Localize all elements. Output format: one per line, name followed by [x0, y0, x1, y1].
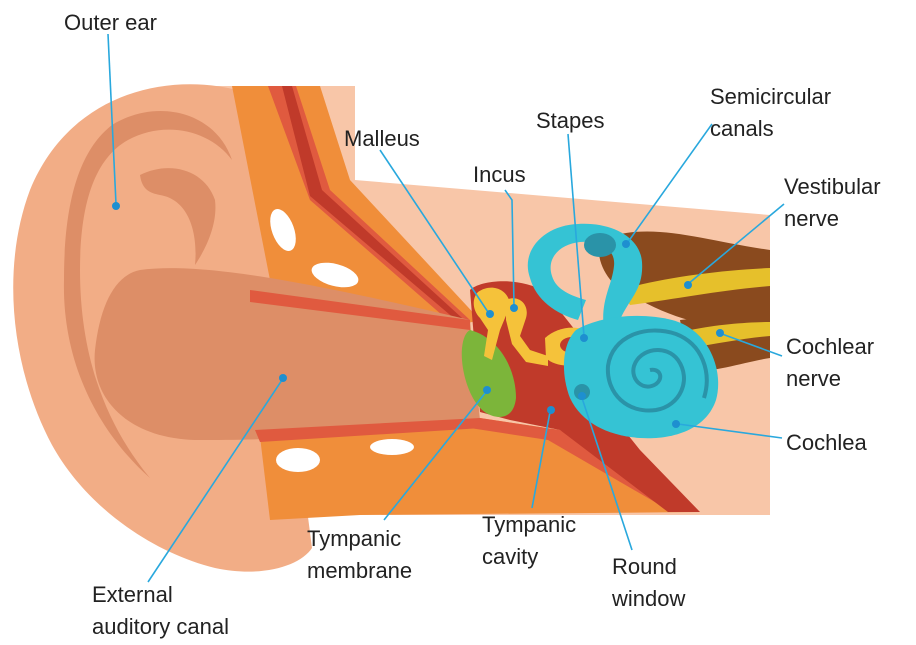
label-semicircular-canals-line-1: Semicircular: [710, 84, 831, 109]
label-cochlear-nerve-line-2: nerve: [786, 366, 841, 391]
dot-round-window: [578, 392, 586, 400]
dot-external-auditory-canal: [279, 374, 287, 382]
label-cochlear-nerve: Cochlear nerve: [786, 334, 880, 391]
label-semicircular-canals-line-2: canals: [710, 116, 774, 141]
label-malleus: Malleus: [344, 126, 420, 151]
dot-incus: [510, 304, 518, 312]
label-semicircular-canals: Semicircular canals: [710, 84, 837, 141]
dot-cochlea: [672, 420, 680, 428]
label-external-auditory-canal-line-1: External: [92, 582, 173, 607]
dot-malleus: [486, 310, 494, 318]
label-external-auditory-canal-line-2: auditory canal: [92, 614, 229, 639]
dot-tympanic-membrane: [483, 386, 491, 394]
label-stapes: Stapes: [536, 108, 605, 133]
label-tympanic-cavity: Tympanic cavity: [482, 512, 582, 569]
label-incus: Incus: [473, 162, 526, 187]
bone-void: [276, 448, 320, 472]
bone-void: [370, 439, 414, 455]
label-tympanic-membrane: Tympanic membrane: [307, 526, 412, 583]
label-vestibular-nerve-line-2: nerve: [784, 206, 839, 231]
label-cochlear-nerve-line-1: Cochlear: [786, 334, 874, 359]
label-round-window-line-2: window: [611, 586, 685, 611]
label-vestibular-nerve: Vestibular nerve: [784, 174, 887, 231]
dot-semicircular-canals: [622, 240, 630, 248]
label-tympanic-cavity-line-2: cavity: [482, 544, 538, 569]
dot-cochlear-nerve: [716, 329, 724, 337]
label-round-window: Round window: [611, 554, 685, 611]
dot-stapes: [580, 334, 588, 342]
semicircular-canal-inner: [584, 233, 616, 257]
label-external-auditory-canal: External auditory canal: [92, 582, 229, 639]
ear-illustration: [13, 84, 770, 571]
dot-vestibular-nerve: [684, 281, 692, 289]
label-round-window-line-1: Round: [612, 554, 677, 579]
label-tympanic-membrane-line-2: membrane: [307, 558, 412, 583]
label-tympanic-membrane-line-1: Tympanic: [307, 526, 401, 551]
label-tympanic-cavity-line-1: Tympanic: [482, 512, 576, 537]
label-vestibular-nerve-line-1: Vestibular: [784, 174, 881, 199]
label-outer-ear: Outer ear: [64, 10, 157, 35]
dot-tympanic-cavity: [547, 406, 555, 414]
label-cochlea: Cochlea: [786, 430, 867, 455]
dot-outer-ear: [112, 202, 120, 210]
